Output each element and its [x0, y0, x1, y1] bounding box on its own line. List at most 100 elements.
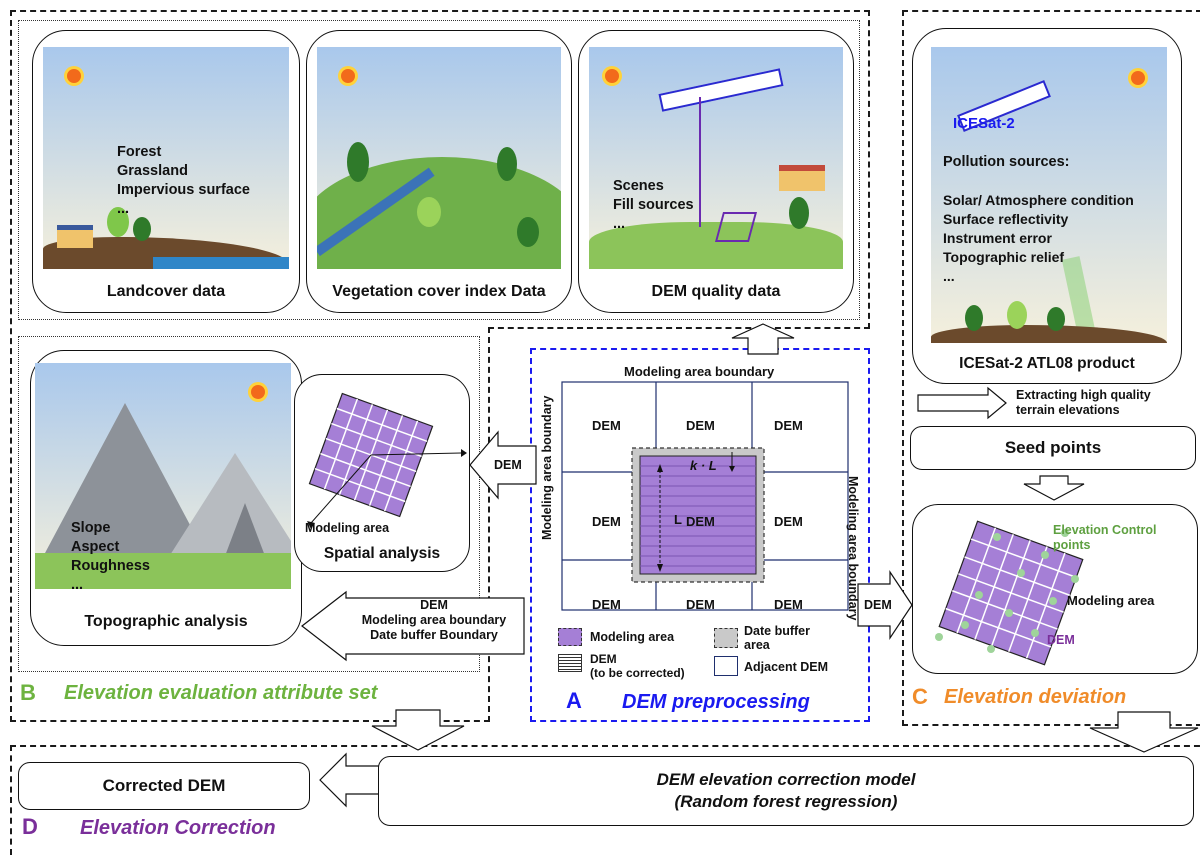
dem-cell-label: DEM — [592, 514, 621, 529]
buffer-width-label: k · L — [690, 458, 717, 473]
dem-grid-diagram — [561, 381, 849, 611]
dem-quality-scene — [589, 47, 843, 269]
dem-cell-label: DEM — [774, 597, 803, 612]
landcover-card: Forest Grassland Impervious surface ... … — [32, 30, 300, 313]
axis-x-arrowhead — [461, 449, 467, 457]
section-c-frame — [902, 10, 1200, 726]
legend-swatch-adjacent-dem — [714, 656, 738, 676]
spatial-card: Modeling area Spatial analysis — [294, 374, 470, 572]
topographic-scene — [35, 363, 291, 589]
legend-swatch-modeling-area — [558, 628, 582, 646]
arrow-to-spatial-label: DEM — [494, 458, 522, 472]
section-b-letter: B — [20, 680, 36, 705]
section-a-title: DEM preprocessing — [622, 691, 810, 713]
satellite-beam — [699, 97, 701, 227]
legend-adjacent-dem: Adjacent DEM — [744, 660, 829, 674]
arrow-extract-label: Extracting high quality terrain elevatio… — [1016, 388, 1151, 418]
icesat-sources-list: Solar/ Atmosphere condition Surface refl… — [943, 191, 1134, 286]
dem-quality-list: Scenes Fill sources ... — [613, 177, 694, 234]
sun-icon — [341, 69, 355, 83]
legend-modeling-area: Modeling area — [590, 630, 675, 644]
landcover-scene — [43, 47, 289, 269]
topographic-caption: Topographic analysis — [84, 613, 248, 630]
arrow-label-boundary: Modeling area boundary — [361, 613, 507, 627]
section-d-letter: D — [22, 814, 38, 839]
axis-y-arrowhead — [307, 521, 315, 529]
dem-cell-label: DEM — [686, 418, 715, 433]
sun-icon — [1131, 71, 1145, 85]
legend-swatch-dem-corrected — [558, 654, 582, 672]
topographic-item-slope: Slope — [71, 520, 111, 536]
icesat-source-more: ... — [943, 268, 955, 284]
section-a-letter: A — [566, 688, 582, 713]
model-subtitle: (Random forest regression) — [674, 792, 898, 811]
landcover-item-grassland: Grassland — [117, 163, 188, 179]
section-b-frame-step — [488, 327, 870, 329]
topographic-card: Slope Aspect Roughness ... Topographic a… — [30, 350, 302, 646]
section-c-letter: C — [912, 684, 928, 709]
axis-x-arrow — [370, 452, 462, 456]
water-shape — [153, 257, 289, 269]
tree-icon — [417, 197, 441, 227]
legend-swatch-date-buffer — [714, 628, 738, 648]
vegetation-card: Vegetation cover index Data — [306, 30, 572, 313]
spatial-grid-graphic — [307, 392, 467, 529]
spatial-grid-label: Modeling area — [305, 521, 390, 535]
ground-shape — [931, 325, 1167, 343]
model-title: DEM elevation correction model — [656, 770, 916, 789]
arrow-up — [731, 323, 795, 355]
satellite-icon — [658, 68, 784, 112]
dem-cell-label: DEM — [774, 514, 803, 529]
sun-icon — [605, 69, 619, 83]
dem-cell-label-center: DEM — [686, 514, 715, 529]
arrow-to-c-label: DEM — [864, 598, 892, 612]
arrow-to-topographic-label: DEM Modeling area boundary Date buffer B… — [346, 598, 522, 643]
section-c-title: Elevation deviation — [944, 686, 1127, 708]
tree-icon — [347, 142, 369, 182]
sun-icon — [67, 69, 81, 83]
dem-quality-caption: DEM quality data — [651, 283, 781, 300]
topographic-list: Slope Aspect Roughness ... — [71, 519, 150, 595]
dem-quality-card: Scenes Fill sources ... DEM quality data — [578, 30, 854, 313]
arrow-down-seed — [1023, 475, 1085, 501]
deviation-grid-graphic — [935, 520, 1084, 666]
topographic-item-more: ... — [71, 577, 84, 593]
dem-cell-label: DEM — [592, 418, 621, 433]
house-icon — [57, 225, 93, 248]
icesat-card: ICESat-2 Pollution sources: Solar/ Atmos… — [912, 28, 1182, 384]
extract-line-2: terrain elevations — [1016, 403, 1120, 417]
house-icon — [779, 165, 825, 191]
icesat-scene — [931, 47, 1167, 343]
arrow-down-c — [1089, 711, 1199, 753]
landcover-list: Forest Grassland Impervious surface ... — [117, 143, 250, 219]
dem-cell-label: DEM — [686, 597, 715, 612]
sun-icon — [251, 385, 265, 399]
section-b-frame-right — [488, 327, 490, 722]
section-b-frame — [10, 10, 870, 722]
section-b-frame-bottom — [10, 720, 490, 722]
ground-shape — [35, 553, 291, 589]
landcover-caption: Landcover data — [106, 283, 226, 300]
arrow-down-b — [371, 709, 465, 751]
tree-icon — [965, 305, 983, 331]
dem-quality-item-more: ... — [613, 216, 626, 232]
correction-model-box: DEM elevation correction model (Random f… — [378, 756, 1194, 826]
axis-y-arrow — [310, 454, 372, 524]
control-points-label: Elevation Control points — [1053, 523, 1157, 552]
length-label: L — [674, 512, 682, 527]
spatial-caption: Spatial analysis — [323, 545, 441, 562]
analysis-panel-frame — [18, 336, 480, 672]
vegetation-scene — [317, 47, 561, 269]
deviation-dem-label: DEM — [1047, 633, 1075, 647]
landcover-item-impervious: Impervious surface — [117, 182, 250, 198]
tree-icon — [789, 197, 809, 229]
data-panel-frame — [18, 20, 860, 320]
icesat-source-solar: Solar/ Atmosphere condition — [943, 192, 1134, 208]
section-d-title: Elevation Correction — [80, 817, 276, 839]
legend-date-buffer: Date buffer area — [744, 624, 810, 652]
vegetation-caption: Vegetation cover index Data — [332, 283, 546, 300]
topographic-item-aspect: Aspect — [71, 539, 120, 555]
legend-dem-corrected: DEM (to be corrected) — [590, 652, 685, 680]
boundary-label-top: Modeling area boundary — [624, 364, 775, 379]
arrow-to-c — [857, 570, 913, 640]
